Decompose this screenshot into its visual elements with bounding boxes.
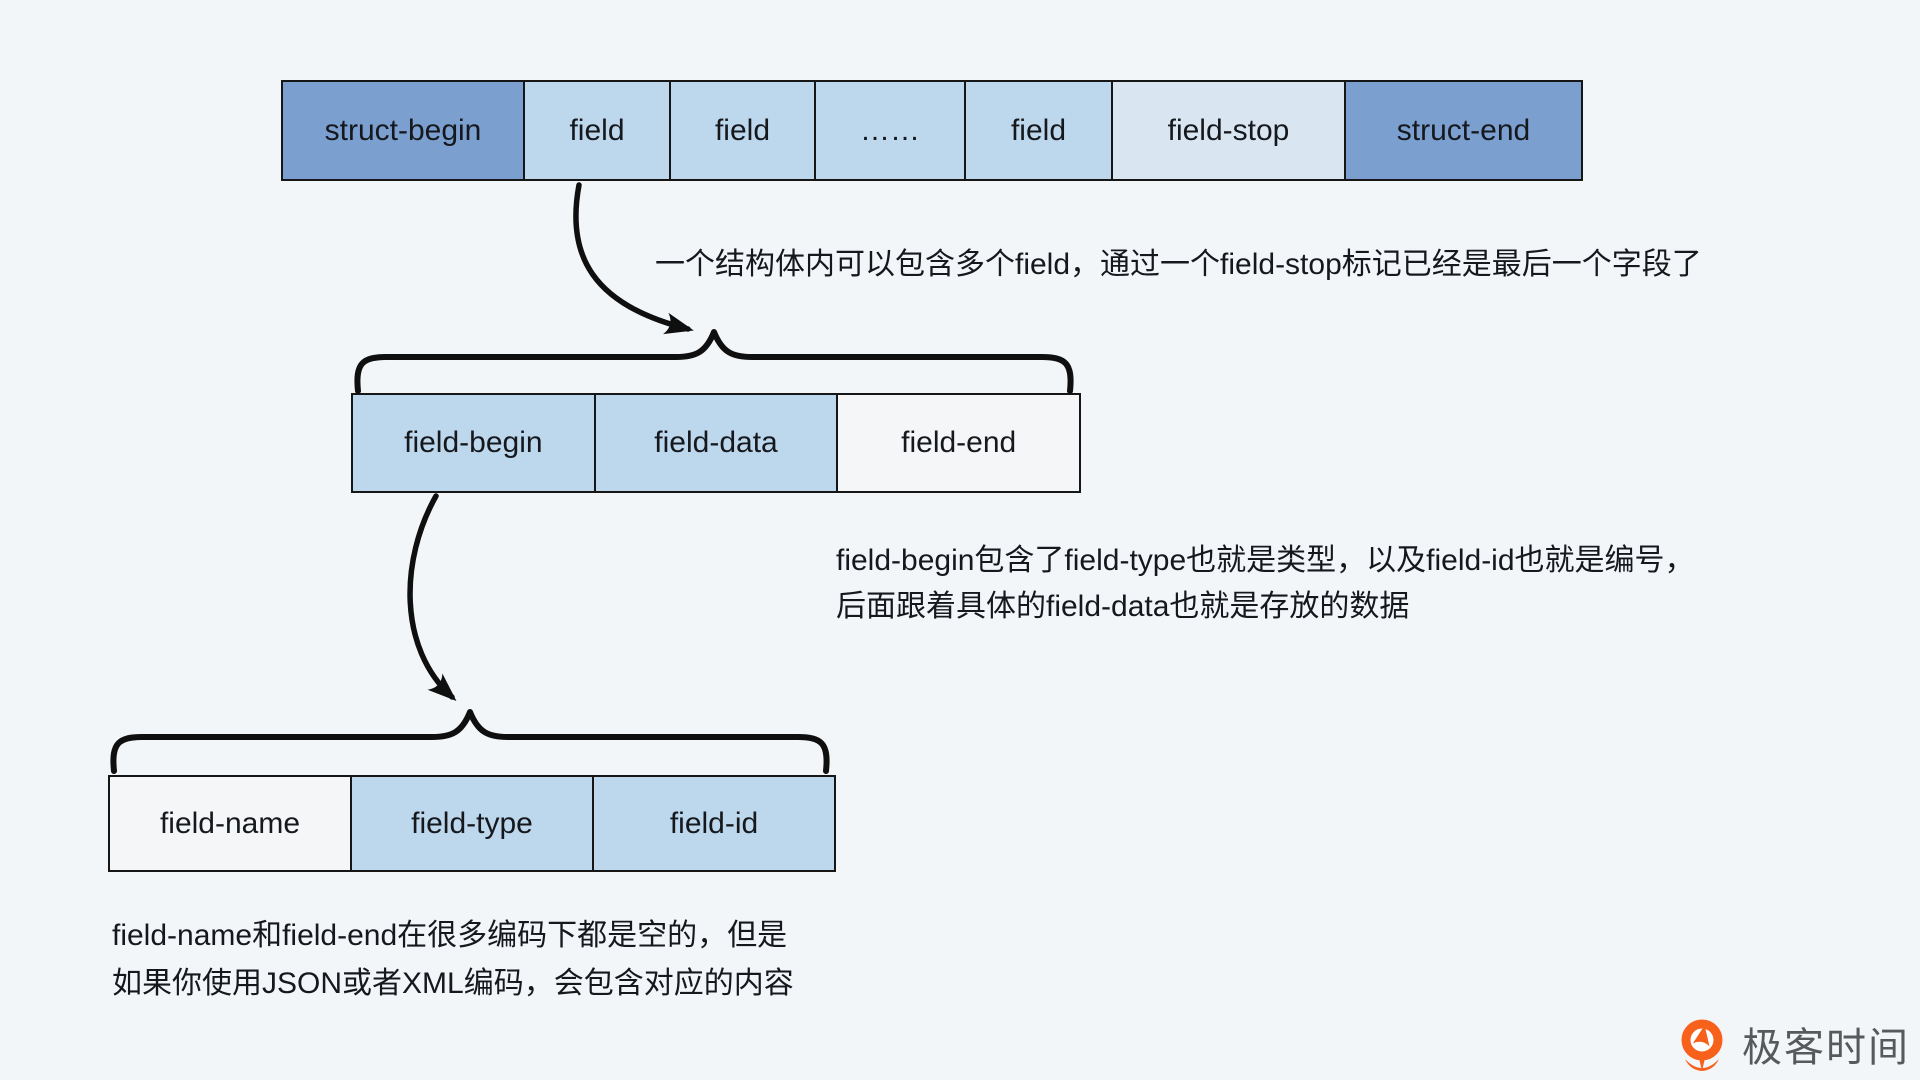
arrow-field-begin-to-row: [407, 493, 457, 702]
cell-field-id: field-id: [592, 777, 834, 870]
name-note-line-2: 如果你使用JSON或者XML编码，会包含对应的内容: [112, 967, 794, 1000]
field-note-line-1: field-begin包含了field-type也就是类型，以及field-id…: [836, 544, 1695, 577]
name-note: field-name和field-end在很多编码下都是空的，但是 如果你使用J…: [112, 912, 794, 1008]
cell-field-data: field-data: [593, 395, 837, 491]
geektime-logo: 极客时间: [1674, 1014, 1910, 1074]
struct-layout-row: struct-begin field field …… field field-…: [281, 80, 1583, 181]
cell-field-begin: field-begin: [353, 395, 594, 491]
brace-field-row: [354, 329, 1074, 394]
geektime-logo-icon: [1681, 1019, 1723, 1071]
cell-field-2: field: [669, 82, 814, 179]
field-note: field-begin包含了field-type也就是类型，以及field-id…: [836, 538, 1695, 630]
brace-field-begin-row: [110, 709, 830, 774]
cell-field-end: field-end: [836, 395, 1080, 491]
struct-note: 一个结构体内可以包含多个field，通过一个field-stop标记已经是最后一…: [655, 248, 1702, 281]
field-begin-layout-row: field-name field-type field-id: [108, 775, 836, 872]
cell-struct-end: struct-end: [1344, 82, 1581, 179]
cell-field-stop: field-stop: [1111, 82, 1344, 179]
name-note-line-1: field-name和field-end在很多编码下都是空的，但是: [112, 919, 788, 952]
cell-struct-begin: struct-begin: [283, 82, 523, 179]
cell-field-name: field-name: [110, 777, 350, 870]
cell-ellipsis: ……: [814, 82, 964, 179]
cell-field-type: field-type: [350, 777, 592, 870]
cell-field-n: field: [964, 82, 1111, 179]
cell-field-1: field: [523, 82, 669, 179]
field-layout-row: field-begin field-data field-end: [351, 393, 1081, 493]
field-note-line-2: 后面跟着具体的field-data也就是存放的数据: [836, 590, 1410, 623]
geektime-logo-text: 极客时间: [1742, 1026, 1910, 1070]
